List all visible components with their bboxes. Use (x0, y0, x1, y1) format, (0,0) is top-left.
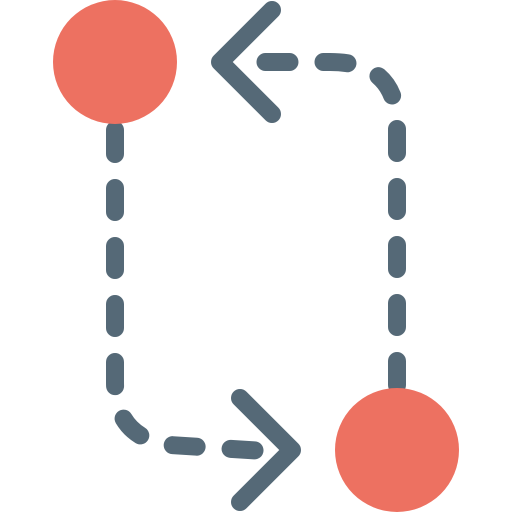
left-dashed-path (106, 121, 289, 461)
start-node (53, 0, 177, 124)
arrow-left-icon (211, 1, 281, 123)
right-dashed-path (226, 53, 406, 394)
end-node (335, 388, 459, 512)
arrow-right-icon (231, 389, 301, 511)
